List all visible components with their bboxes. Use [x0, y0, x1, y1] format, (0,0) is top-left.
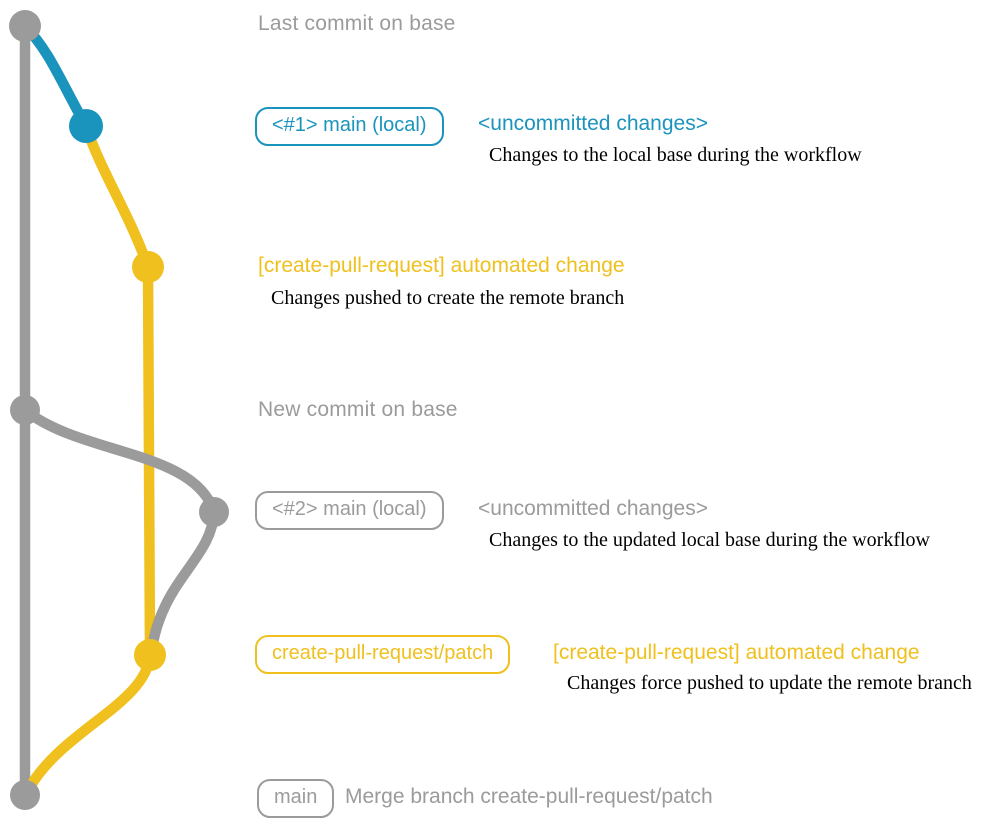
patch-merge-edge	[21, 649, 156, 798]
merge-commit-message: Merge branch create-pull-request/patch	[345, 785, 713, 808]
description-uncommitted-changes-2: Changes to the updated local base during…	[489, 529, 930, 551]
heading-uncommitted-changes-1: <uncommitted changes>	[478, 112, 708, 135]
commit-node-automated-2	[134, 639, 166, 671]
label-last-commit-on-base: Last commit on base	[258, 12, 456, 35]
description-uncommitted-changes-1: Changes to the local base during the wor…	[489, 144, 862, 166]
label-new-commit-on-base: New commit on base	[258, 398, 458, 421]
commit-node-uncommitted-1	[69, 109, 103, 143]
branch-badge-main-local-2: <#2> main (local)	[255, 491, 444, 530]
commit-node-last-base	[9, 10, 41, 42]
heading-automated-change-1: [create-pull-request] automated change	[258, 254, 625, 277]
description-automated-change-1: Changes pushed to create the remote bran…	[271, 287, 625, 309]
commit-node-uncommitted-2	[199, 497, 229, 527]
uncommitted-1-edge	[19, 20, 92, 132]
branch-badge-main-local-1: <#1> main (local)	[255, 107, 444, 146]
description-automated-change-2: Changes force pushed to update the remot…	[567, 672, 972, 694]
commit-node-new-base	[10, 395, 40, 425]
branch-badge-patch: create-pull-request/patch	[255, 635, 511, 674]
branch-badge-main: main	[257, 779, 335, 818]
uncommitted-2-edge	[19, 404, 220, 518]
commit-node-merge	[10, 780, 40, 810]
heading-automated-change-2: [create-pull-request] automated change	[553, 641, 920, 664]
commit-node-automated-1	[132, 251, 164, 283]
heading-uncommitted-changes-2: <uncommitted changes>	[478, 497, 708, 520]
rebase-edge	[145, 506, 220, 661]
patch-branch-upper-edge	[80, 120, 154, 273]
